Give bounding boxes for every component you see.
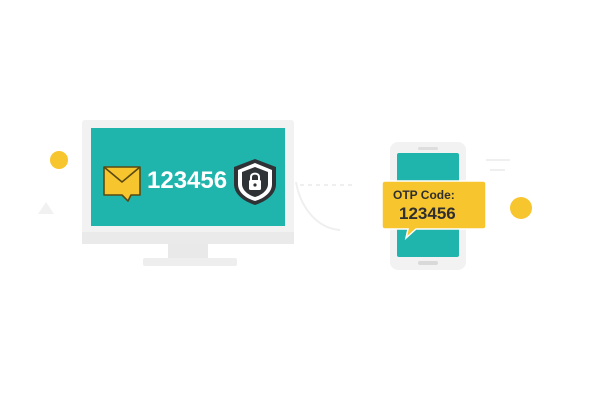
desktop-monitor: 123456	[82, 120, 294, 266]
otp-label: OTP Code:	[393, 188, 455, 202]
decorative-marks	[38, 159, 510, 231]
phone-home-button	[418, 261, 438, 265]
otp-code: 123456	[399, 204, 456, 223]
decorative-dot-right	[510, 197, 532, 219]
monitor-base	[143, 258, 237, 266]
shield-lock-icon	[234, 159, 276, 205]
phone-speaker	[418, 147, 438, 150]
monitor-otp-code: 123456	[147, 167, 227, 194]
monitor-chin	[82, 232, 294, 244]
decorative-dot-left	[50, 151, 68, 169]
monitor-neck	[168, 244, 208, 258]
otp-message-bubble: OTP Code: 123456	[381, 180, 487, 241]
envelope-icon	[103, 166, 141, 202]
